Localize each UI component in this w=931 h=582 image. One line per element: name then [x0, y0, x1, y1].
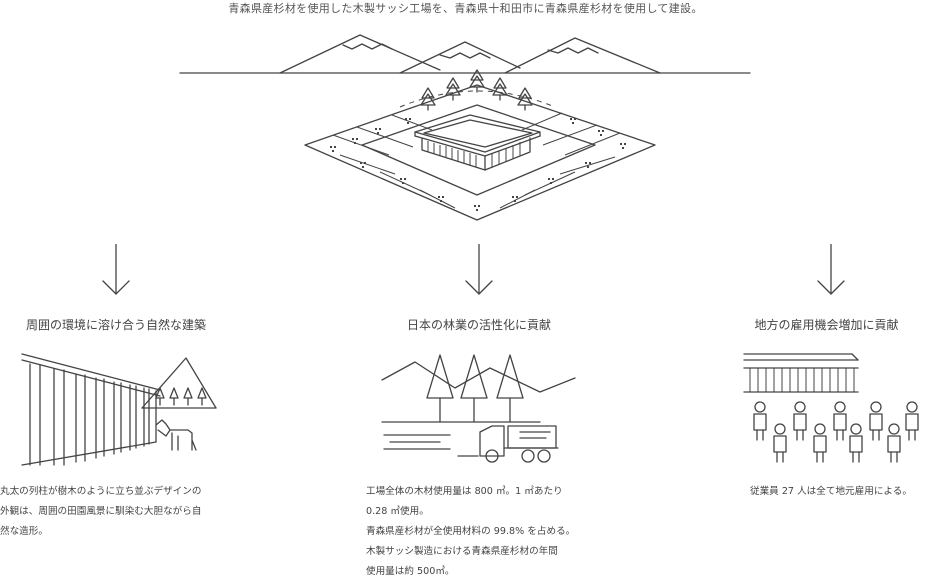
description-line: 工場全体の木材使用量は 800 ㎥。1 ㎡あたり	[366, 486, 563, 497]
forest-truck-illustration	[381, 354, 576, 463]
column-description-forestry: 工場全体の木材使用量は 800 ㎥。1 ㎡あたり 0.28 ㎥使用。 青森県産杉…	[366, 482, 616, 582]
description-line: 然な造形。	[0, 526, 48, 537]
log-column-facade-illustration	[21, 353, 217, 466]
arrow-down-icon	[465, 244, 493, 295]
description-line: 青森県産杉材が全使用材料の 99.8% を占める。	[366, 526, 576, 537]
column-description-environment: 丸太の列柱が樹木のように立ち並ぶデザインの 外観は、周囲の田園風景に馴染む大胆な…	[0, 482, 240, 542]
intro-caption: 青森県産杉材を使用した木製サッシ工場を、青森県十和田市に青森県産杉材を使用して建…	[228, 2, 703, 15]
description-line: 丸太の列柱が樹木のように立ち並ぶデザインの	[0, 486, 202, 497]
description-line: 木製サッシ製造における青森県産杉材の年間	[366, 546, 558, 557]
description-line: 使用量は約 500㎥。	[366, 566, 455, 577]
column-title-employment: 地方の雇用機会増加に貢献	[754, 318, 899, 332]
arrow-down-icon	[817, 244, 845, 295]
description-line: 0.28 ㎥使用。	[366, 506, 429, 517]
column-title-forestry: 日本の林業の活性化に貢献	[406, 318, 551, 332]
description-line: 外観は、周囲の田園風景に馴染む大胆ながら自	[0, 506, 202, 517]
column-description-employment: 従業員 27 人は全て地元雇用による。	[750, 482, 930, 502]
factory-aerial-illustration	[179, 34, 751, 221]
description-line: 従業員 27 人は全て地元雇用による。	[750, 486, 912, 497]
workers-factory-illustration	[743, 353, 919, 463]
arrow-down-icon	[102, 244, 130, 295]
column-title-environment: 周囲の環境に溶け合う自然な建築	[25, 318, 206, 332]
